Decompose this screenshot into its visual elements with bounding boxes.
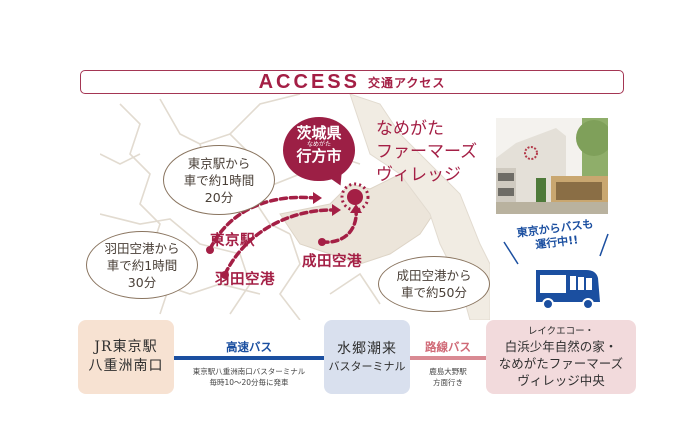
place-haneda: 羽田空港: [215, 271, 275, 288]
segment-line: [410, 356, 486, 360]
city-label: 行方市: [296, 147, 342, 165]
title-en: ACCESS: [258, 70, 360, 93]
prefecture-label: 茨城県: [296, 124, 342, 142]
title-ja: 交通アクセス: [367, 75, 446, 90]
bus-icon: [503, 233, 609, 310]
segment-label: 高速バス: [226, 340, 272, 354]
city-badge: 茨城県 なめがた 行方市: [283, 117, 355, 181]
place-tokyo-station: 東京駅: [210, 232, 255, 249]
place-narita: 成田空港: [302, 253, 362, 270]
bus-route: JR東京駅 八重洲南口 高速バス 東京駅八重洲南口バスターミナル 毎時10〜20…: [78, 320, 638, 396]
segment-note: 東京駅八重洲南口バスターミナル 毎時10〜20分毎に発車: [192, 367, 306, 387]
bubble-haneda-time: 羽田空港から 車で約1時間 30分: [86, 231, 198, 299]
segment-label: 路線バス: [425, 340, 471, 354]
bus-promo: 東京からバスも 運行中!!: [496, 217, 616, 320]
bubble-narita-time: 成田空港から 車で約50分: [378, 256, 490, 312]
segment-line: [174, 356, 324, 360]
route-node-tokyo-station: JR東京駅 八重洲南口: [78, 320, 174, 394]
city-ruby: なめがた: [306, 141, 331, 148]
venue-photo: [496, 118, 608, 214]
route-segment-highway-bus: 高速バス 東京駅八重洲南口バスターミナル 毎時10〜20分毎に発車: [174, 320, 324, 394]
bubble-tokyo-station-time: 東京駅から 車で約1時間 20分: [163, 145, 275, 215]
route-node-itako-terminal: 水郷潮来 バスターミナル: [324, 320, 410, 394]
route-segment-local-bus: 路線バス 鹿島大野駅 方面行き: [410, 320, 486, 394]
venue-name: なめがた ファーマーズ ヴィレッジ: [376, 119, 478, 185]
access-title-bar: ACCESS 交通アクセス: [80, 70, 624, 94]
segment-note: 鹿島大野駅 方面行き: [429, 367, 467, 387]
route-node-destination-stop: レイクエコー・ 白浜少年自然の家・ なめがたファーマーズ ヴィレッジ中央: [486, 320, 636, 394]
